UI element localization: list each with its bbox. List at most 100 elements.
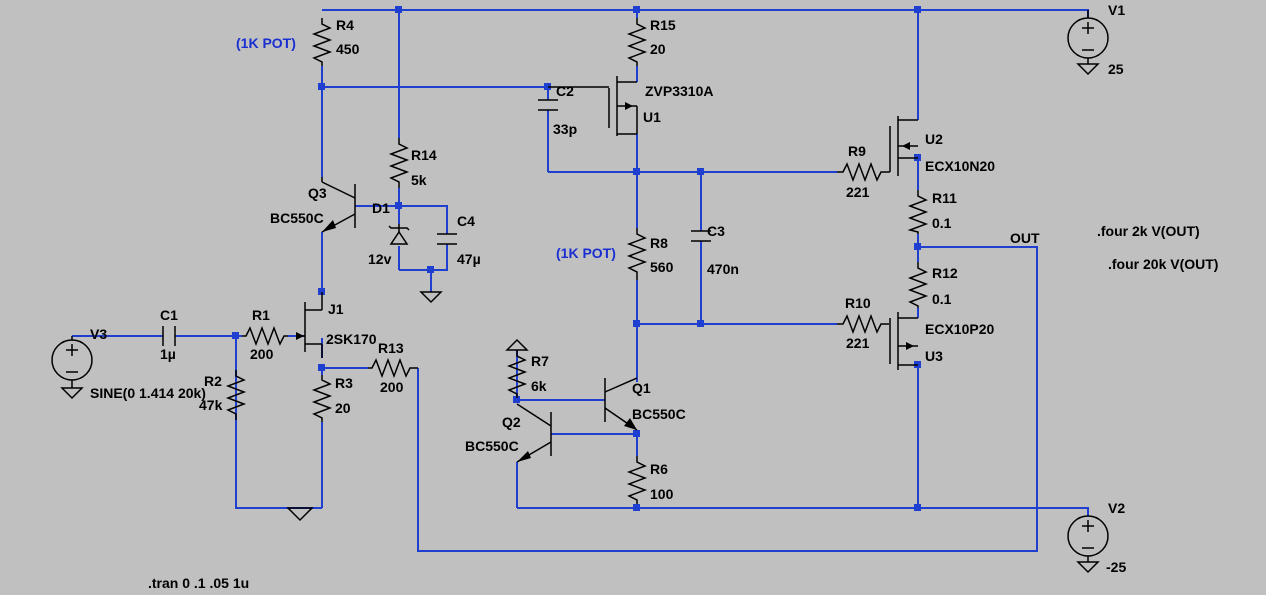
r2-ref: R2 — [204, 373, 222, 389]
j1-value: 2SK170 — [326, 331, 377, 347]
j1-symbol — [296, 292, 323, 358]
r4-value: 450 — [336, 41, 360, 57]
out-label: OUT — [1010, 230, 1040, 246]
r8-value: 560 — [650, 259, 674, 275]
v3-ref: V3 — [90, 326, 107, 342]
r4-ref: R4 — [336, 17, 354, 33]
v2-ref: V2 — [1108, 500, 1125, 516]
r6-ref: R6 — [650, 461, 668, 477]
v3-symbol — [51, 336, 93, 400]
v1-value: 25 — [1108, 61, 1124, 77]
r3-symbol — [311, 375, 333, 422]
r15-value: 20 — [650, 41, 666, 57]
wires — [72, 9, 1089, 552]
c4-ref: C4 — [457, 213, 475, 229]
v2-value: -25 — [1106, 559, 1126, 575]
c3-value: 470n — [707, 261, 739, 277]
four-20k-directive[interactable]: .four 20k V(OUT) — [1108, 256, 1218, 272]
r10-symbol — [837, 313, 889, 335]
r6-symbol — [626, 456, 648, 504]
u2-value: ECX10N20 — [925, 158, 995, 174]
q1-ref: Q1 — [632, 380, 651, 396]
spice-directives: .four 2k V(OUT) .four 20k V(OUT) .tran 0… — [148, 223, 1218, 591]
component-labels: (1K POT) R4 450 R15 20 C2 33p ZVP3310A U… — [90, 2, 1126, 575]
d1-value: 12v — [368, 251, 392, 267]
r11-value: 0.1 — [932, 215, 952, 231]
c1-symbol — [162, 326, 176, 346]
u1-value: ZVP3310A — [645, 83, 713, 99]
r4-note: (1K POT) — [236, 35, 296, 51]
r1-ref: R1 — [252, 307, 270, 323]
r3-value: 20 — [335, 400, 351, 416]
v1-ref: V1 — [1108, 2, 1125, 18]
r15-ref: R15 — [650, 17, 676, 33]
tran-directive[interactable]: .tran 0 .1 .05 1u — [148, 575, 249, 591]
r9-ref: R9 — [848, 143, 866, 159]
q2-value: BC550C — [465, 438, 519, 454]
r9-symbol — [837, 161, 889, 183]
capacitor-symbols — [162, 99, 711, 346]
j1-ref: J1 — [328, 301, 344, 317]
v1-symbol — [1067, 10, 1109, 76]
u1-symbol — [548, 76, 638, 136]
r8-ref: R8 — [650, 235, 668, 251]
u2-ref: U2 — [925, 131, 943, 147]
r12-symbol — [907, 262, 929, 308]
c1-value: 1µ — [160, 346, 176, 362]
q3-symbol — [321, 177, 356, 233]
r10-value: 221 — [846, 335, 870, 351]
r12-value: 0.1 — [932, 291, 952, 307]
q3-ref: Q3 — [308, 185, 327, 201]
d1-ref: D1 — [372, 200, 390, 216]
c4-value: 47µ — [457, 251, 481, 267]
r1-value: 200 — [250, 346, 274, 362]
q2-symbol — [516, 403, 552, 463]
r7-ref: R7 — [531, 353, 549, 369]
q1-symbol — [604, 377, 638, 431]
r7-symbol — [506, 350, 528, 398]
r2-symbol — [225, 370, 247, 420]
u3-value: ECX10P20 — [925, 321, 994, 337]
r13-ref: R13 — [378, 340, 404, 356]
r9-value: 221 — [846, 184, 870, 200]
r14-value: 5k — [411, 172, 427, 188]
c4-symbol — [437, 233, 457, 245]
c2-ref: C2 — [556, 83, 574, 99]
q3-value: BC550C — [270, 210, 324, 226]
four-2k-directive[interactable]: .four 2k V(OUT) — [1097, 223, 1200, 239]
r6-value: 100 — [650, 486, 674, 502]
r2-value: 47k — [199, 397, 223, 413]
q1-value: BC550C — [632, 406, 686, 422]
r10-ref: R10 — [845, 295, 871, 311]
resistor-symbols — [225, 18, 929, 504]
r3-ref: R3 — [335, 375, 353, 391]
r1-symbol — [242, 325, 288, 347]
r11-ref: R11 — [932, 190, 957, 206]
r11-symbol — [907, 190, 929, 234]
c2-value: 33p — [553, 121, 577, 137]
r7-value: 6k — [531, 378, 547, 394]
r14-symbol — [388, 138, 410, 188]
r14-ref: R14 — [411, 147, 437, 163]
junction-dots — [232, 6, 921, 511]
c2-symbol — [538, 99, 558, 111]
q2-ref: Q2 — [502, 414, 521, 430]
r13-value: 200 — [380, 379, 404, 395]
c3-ref: C3 — [707, 223, 725, 239]
v2-symbol — [1067, 515, 1109, 574]
u2-symbol — [889, 116, 918, 176]
u3-ref: U3 — [925, 348, 943, 364]
r4-symbol — [311, 18, 333, 66]
r13-symbol — [368, 357, 418, 379]
c1-ref: C1 — [160, 307, 178, 323]
r12-ref: R12 — [932, 265, 958, 281]
u3-symbol — [889, 312, 918, 370]
u1-ref: U1 — [643, 109, 661, 125]
v3-value: SINE(0 1.414 20k) — [90, 385, 206, 401]
zener-d1-symbol — [388, 224, 410, 245]
c3-symbol — [691, 230, 711, 242]
ground-symbols — [286, 291, 529, 522]
r8-symbol — [626, 228, 648, 280]
